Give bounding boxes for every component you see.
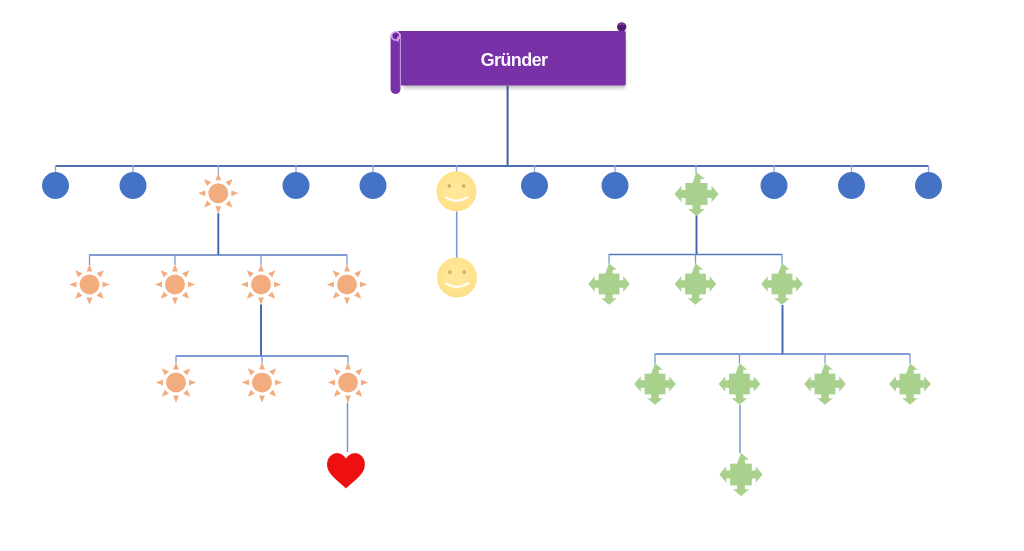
svg-text:Gründer: Gründer [481,50,548,70]
